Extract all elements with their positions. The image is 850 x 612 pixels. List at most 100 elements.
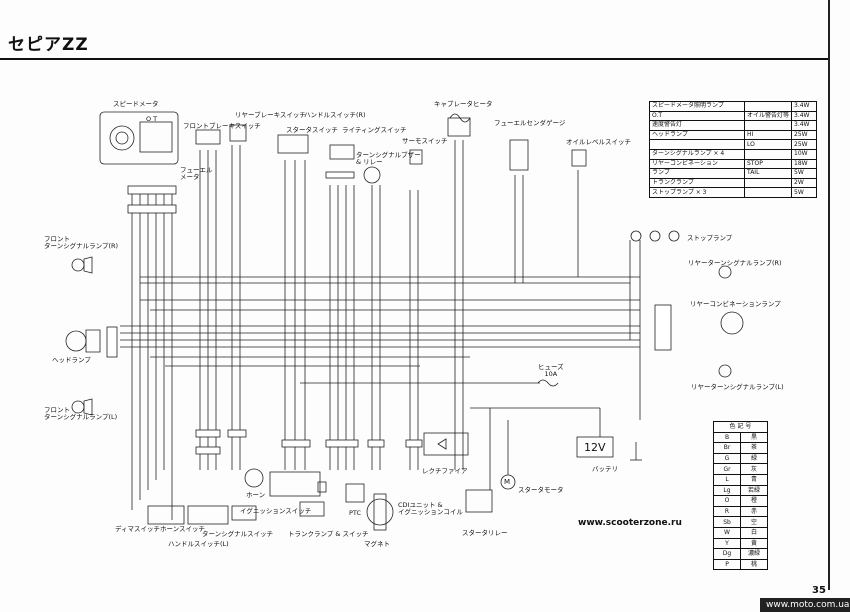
fuel-sender-gauge-label: フューエルセンダゲージ (494, 119, 566, 127)
front-turn-signal-l-label: フロント ターンシグナルランプ(L) (44, 406, 118, 421)
fuel-meter-label: フューエル メータ (180, 166, 213, 181)
color-code-cell: P (713, 558, 741, 571)
headlamp-label: ヘッドランプ (52, 356, 91, 364)
color-code-cell: Sb (713, 516, 741, 528)
battery-label: バッテリ (592, 465, 618, 473)
connector-blocks (106, 171, 672, 455)
color-code-cell: B (713, 431, 741, 444)
spec-cell (743, 101, 793, 112)
spec-cell: STOP (743, 158, 793, 170)
color-name-cell: 橙 (740, 495, 768, 507)
left-lamp-symbols (65, 256, 101, 416)
footer-url[interactable]: www.moto.com.ua (766, 600, 850, 610)
spec-cell: HI (743, 129, 793, 141)
turn-signal-switch-label: ターンシグナルスイッチ (202, 530, 274, 538)
color-table-header-cell: 色 記 号 (713, 421, 768, 433)
ptc-label: PTC (349, 509, 362, 517)
rear-lamp-symbols (630, 230, 744, 378)
spec-cell (743, 177, 793, 189)
trunk-lamp-switch-label: トランクランプ & スイッチ (288, 530, 369, 538)
website-url[interactable]: www.scooterzone.ru (578, 518, 682, 528)
ground-wires (171, 408, 601, 520)
handle-switch-l-label: ハンドルスイッチ(L) (168, 540, 229, 548)
color-code-cell: Br (713, 442, 741, 454)
spec-cell: 5W (791, 187, 818, 198)
spec-cell: ヘッドランプ (649, 129, 745, 141)
page-edge-rule (828, 0, 830, 590)
speedometer-label: スピードメータ (113, 100, 159, 108)
page-title: セピアZZ (8, 35, 89, 55)
spec-cell: 3.4W (791, 120, 818, 131)
cdi-label: CDIユニット & イグニッションコイル (398, 501, 463, 516)
spec-cell (649, 139, 745, 150)
color-code-cell: G (713, 452, 741, 465)
rear-turn-signal-l-label: リヤーターンシグナルランプ(L) (691, 383, 784, 391)
color-name-cell: 空 (740, 516, 768, 528)
spec-cell: トランクランプ (649, 177, 745, 189)
handle-switch-r-label: ハンドルスイッチ(R) (304, 111, 366, 119)
color-name-cell: 白 (740, 526, 768, 539)
spec-cell: 10W (791, 148, 818, 160)
spec-cell: TAIL (743, 168, 793, 179)
rectifier-symbol (423, 432, 469, 456)
color-code-cell: O (713, 495, 741, 507)
color-table-header: 色 記 号 (713, 421, 768, 433)
color-name-cell: 黄 (740, 537, 768, 550)
spec-row: ターンシグナルランプ × 4 10W (649, 148, 818, 160)
spec-cell (743, 120, 793, 131)
color-code-cell: W (713, 526, 741, 539)
spec-cell: 3.4W (791, 101, 818, 112)
battery-voltage-label: 12V (584, 441, 606, 454)
fuse-label: ヒューズ 10A (538, 363, 564, 378)
spec-row: トランクランプ 2W (649, 177, 818, 189)
spec-cell: オイル警告灯等 (743, 110, 793, 122)
spec-cell (743, 148, 793, 160)
color-name-cell: 濃緑 (740, 548, 768, 560)
rear-brake-switch-label: リヤーブレーキスイッチ (235, 111, 306, 119)
motor-symbol-label: M (504, 478, 511, 486)
magneto-label: マグネト (364, 540, 390, 548)
starter-motor-label: スタータモータ (518, 486, 564, 494)
spec-cell: 5W (791, 168, 818, 179)
spec-cell: 3.4W (791, 110, 818, 122)
rectifier-label: レクチファイア (422, 467, 468, 475)
switch-symbols (195, 113, 587, 184)
color-name-cell: 黒 (740, 431, 768, 444)
spec-cell: 18W (791, 158, 818, 170)
spec-cell: ランプ (649, 168, 745, 179)
spec-cell: 2W (791, 177, 818, 189)
rear-turn-signal-r-label: リヤーターンシグナルランプ(R) (688, 259, 782, 267)
oil-level-switch-label: オイルレベルスイッチ (566, 138, 631, 146)
color-code-cell: R (713, 505, 741, 518)
color-code-cell: Y (713, 537, 741, 550)
speedometer-symbol (99, 111, 179, 165)
spec-cell: ターンシグナルランプ × 4 (649, 148, 745, 160)
front-brake-switch-label: フロントブレーキスイッチ (183, 122, 261, 130)
dimmer-switch-label: ディマスイッチ (115, 525, 161, 533)
starter-relay-label: スタータリレー (462, 529, 508, 537)
stop-lamp-label: ストップランプ (687, 234, 733, 242)
footer-bar (760, 598, 850, 612)
spec-cell (743, 187, 793, 198)
turn-signal-buzzer-label: ターンシグナルブザー & リレー (356, 151, 421, 166)
meter-ot-label: O T (146, 115, 158, 123)
